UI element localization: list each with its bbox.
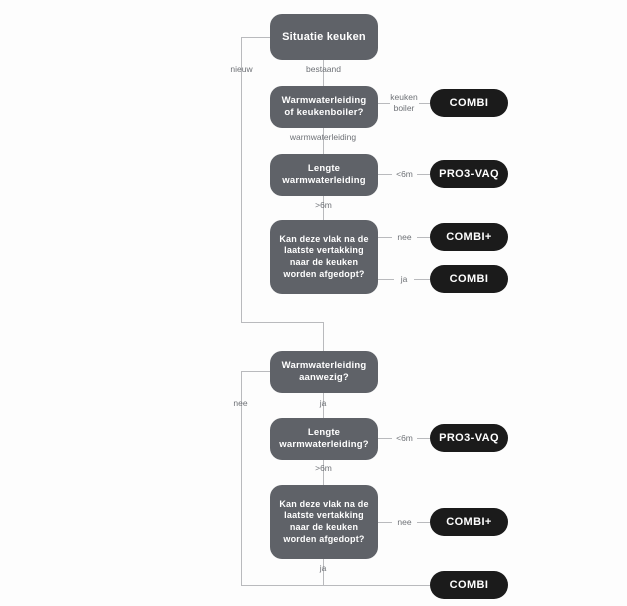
connector-lt6m-1-b [417,174,430,175]
edge-label-nee-1: nee [397,232,412,242]
node-afgedopt-2-line1: Kan deze vlak na de [279,498,369,509]
result-combi-1[interactable]: COMBI [430,89,508,117]
result-combi-1-label: COMBI [449,97,489,109]
node-lengte-warmwaterleiding-2-line1: Lengte [307,426,341,438]
result-combi-2[interactable]: COMBI [430,265,508,293]
connector-nee-1-a [378,237,392,238]
edge-label-keuken-boiler-line1: keuken [390,92,418,102]
node-situatie-keuken-label: Situatie keuken [282,30,366,43]
result-pro3vaq-2[interactable]: PRO3-VAQ [430,424,508,452]
connector-ja-1-a [378,279,394,280]
node-warmwaterleiding-aanwezig-line1: Warmwaterleiding [281,359,367,371]
connector-nee-3-h-out [241,371,270,372]
edge-label-ja-3: ja [319,563,327,573]
connector-situatie-to-nieuw-h [241,37,270,38]
node-afgedopt-2[interactable]: Kan deze vlak na de laatste vertakking n… [270,485,378,559]
node-warmwaterleiding-of-keukenboiler-line2: of keukenboiler? [284,107,364,118]
node-warmwaterleiding-of-keukenboiler-line1: Warmwaterleiding [281,94,367,106]
edge-label-gt6m-2: >6m [315,463,332,473]
node-warmwaterleiding-aanwezig[interactable]: Warmwaterleiding aanwezig? [270,351,378,393]
connector-gt6m-1 [323,196,324,220]
edge-label-ja-2: ja [319,398,327,408]
result-combi-2-label: COMBI [449,273,489,285]
result-combi-3-label: COMBI [449,579,489,591]
connector-nee-3-vertical [241,371,242,585]
node-afgedopt-1-line2: laatste vertakking [284,245,364,256]
result-combi-3[interactable]: COMBI [430,571,508,599]
connector-lt6m-2-a [378,438,392,439]
connector-lt6m-1-a [378,174,392,175]
connector-ja-3 [323,559,324,585]
edge-label-bestaand: bestaand [306,64,341,74]
edge-label-warmwaterleiding: warmwaterleiding [289,132,357,142]
connector-nieuw-vertical [241,37,242,322]
node-afgedopt-1-line1: Kan deze vlak na de [279,233,369,244]
edge-label-keuken-boiler: keuken boiler [387,92,421,113]
edge-label-ja-1: ja [400,274,408,284]
connector-keukenboiler-b [419,103,430,104]
node-lengte-warmwaterleiding-1[interactable]: Lengte warmwaterleiding [270,154,378,196]
connector-ja-2 [323,393,324,418]
connector-situatie-to-warmwaterleiding-keuzevraag [323,60,324,86]
result-combiplus-2[interactable]: COMBI+ [430,508,508,536]
result-pro3vaq-2-label: PRO3-VAQ [439,432,499,444]
node-afgedopt-2-line4: worden afgedopt? [283,533,365,544]
connector-nee-2-a [378,522,392,523]
node-afgedopt-1-line3: naar de keuken [289,257,359,267]
node-lengte-warmwaterleiding-1-line1: Lengte [307,162,341,174]
edge-label-keuken-boiler-line2: boiler [393,102,415,113]
connector-nieuw-to-section2-h [241,322,323,323]
result-combiplus-1-label: COMBI+ [446,231,492,243]
node-afgedopt-1-line4: worden afgedopt? [283,268,365,279]
result-pro3vaq-1[interactable]: PRO3-VAQ [430,160,508,188]
connector-gt6m-2 [323,460,324,485]
result-combiplus-2-label: COMBI+ [446,516,492,528]
connector-keukenboiler-to-lengte [323,128,324,154]
edge-label-nee-3: nee [233,398,248,408]
connector-nee-1-b [417,237,430,238]
connector-nieuw-into-section2-v [323,322,324,351]
connector-nee-3-to-combi [241,585,430,586]
edge-label-nee-2: nee [397,517,412,527]
connector-ja-1-b [414,279,430,280]
edge-label-nieuw: nieuw [230,64,253,74]
node-afgedopt-2-line2: laatste vertakking [284,510,364,521]
connector-keukenboiler-a [378,103,390,104]
node-lengte-warmwaterleiding-2-line2: warmwaterleiding? [279,439,369,450]
node-afgedopt-1[interactable]: Kan deze vlak na de laatste vertakking n… [270,220,378,294]
node-lengte-warmwaterleiding-1-line2: warmwaterleiding [282,175,366,186]
result-combiplus-1[interactable]: COMBI+ [430,223,508,251]
connector-nee-2-b [417,522,430,523]
node-afgedopt-2-line3: naar de keuken [289,522,359,532]
node-warmwaterleiding-of-keukenboiler[interactable]: Warmwaterleiding of keukenboiler? [270,86,378,128]
edge-label-lt6m-1: <6m [396,169,413,179]
node-situatie-keuken[interactable]: Situatie keuken [270,14,378,60]
connector-lt6m-2-b [417,438,430,439]
edge-label-gt6m-1: >6m [315,200,332,210]
node-lengte-warmwaterleiding-2[interactable]: Lengte warmwaterleiding? [270,418,378,460]
node-warmwaterleiding-aanwezig-line2: aanwezig? [299,372,349,383]
edge-label-lt6m-2: <6m [396,433,413,443]
result-pro3vaq-1-label: PRO3-VAQ [439,168,499,180]
